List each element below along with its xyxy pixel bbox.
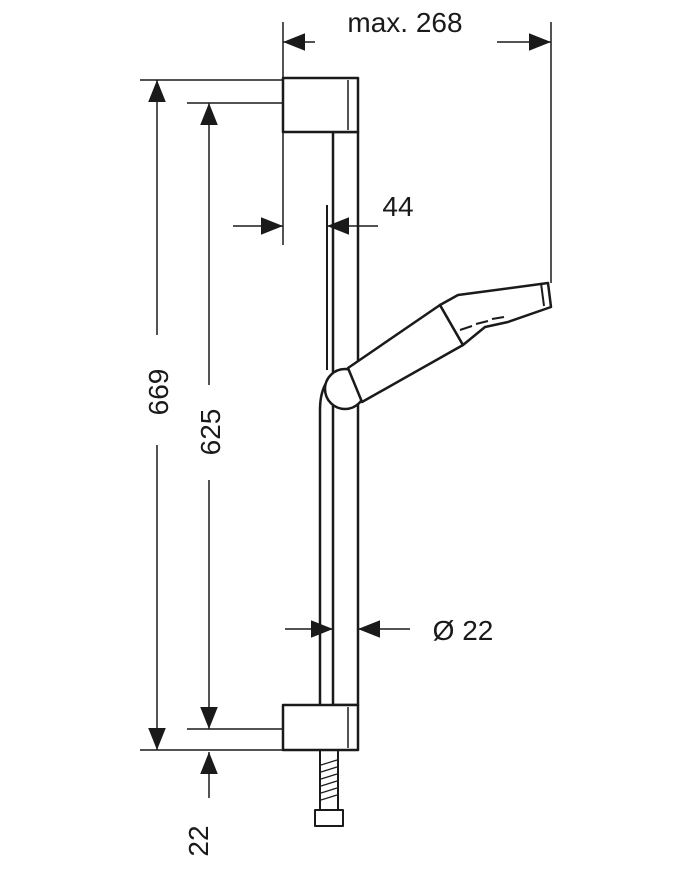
top-bracket bbox=[281, 76, 360, 134]
product-outline bbox=[281, 76, 553, 827]
wall-offset-label: 44 bbox=[382, 191, 413, 222]
hose-nut bbox=[314, 809, 344, 827]
bottom-offset-label: 22 bbox=[183, 825, 214, 856]
hand-shower-face bbox=[540, 282, 545, 307]
pipe-diameter-label: Ø 22 bbox=[433, 615, 494, 646]
rail-height-label: 625 bbox=[195, 409, 226, 456]
hand-shower-handle bbox=[346, 303, 465, 404]
hose-thread bbox=[320, 759, 338, 801]
dimension-labels: max. 268 44 Ø 22 669 625 22 bbox=[143, 7, 493, 857]
dimension-lines bbox=[140, 22, 552, 798]
max-reach-label: max. 268 bbox=[347, 7, 462, 38]
hand-shower-nozzles bbox=[459, 316, 505, 331]
bottom-bracket bbox=[281, 703, 360, 752]
overall-height-label: 669 bbox=[143, 369, 174, 416]
hand-shower-head bbox=[438, 281, 553, 347]
wall-rail bbox=[331, 130, 360, 707]
